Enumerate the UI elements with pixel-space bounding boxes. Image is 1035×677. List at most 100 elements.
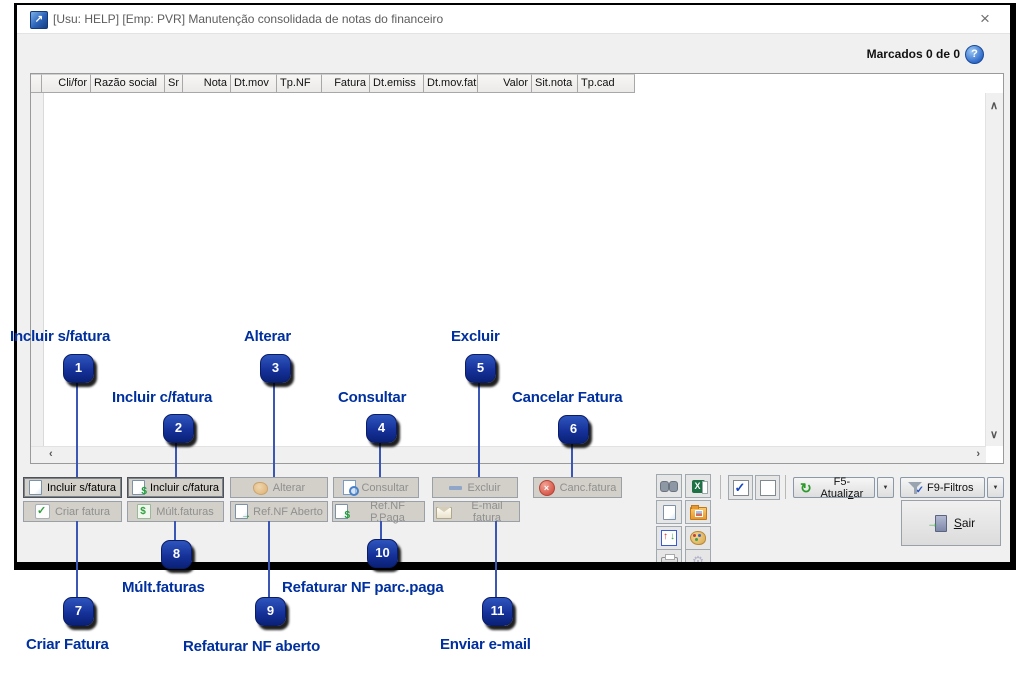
vertical-scrollbar[interactable]: ∧ ∨ (985, 93, 1003, 446)
annotation-label-8: Múlt.faturas (122, 579, 205, 596)
dollar-glyph: $ (344, 510, 350, 521)
palette-button[interactable] (685, 526, 711, 550)
incluir-c-fatura-button[interactable]: $ Incluir c/fatura (127, 477, 224, 498)
app-icon-glyph: ↗ (34, 14, 44, 25)
cancelar-fatura-button[interactable]: × Canc.fatura (533, 477, 622, 498)
minus-icon (449, 486, 463, 490)
button-label: Múlt.faturas (156, 505, 214, 518)
column-header-indicator (31, 74, 42, 93)
check-icon: ✓ (34, 504, 50, 519)
scroll-down-icon[interactable]: ∨ (990, 429, 999, 441)
button-label: Ref.NF Aberto (253, 505, 323, 518)
button-label: Alterar (272, 481, 306, 494)
annotation-badge-6: 6 (558, 415, 589, 444)
button-label: Consultar (361, 481, 409, 494)
column-header-sr[interactable]: Sr (165, 74, 183, 93)
column-header-nota[interactable]: Nota (183, 74, 231, 93)
app-icon: ↗ (30, 11, 48, 29)
close-icon[interactable]: × (980, 9, 990, 28)
chevron-down-icon: ▼ (882, 484, 889, 491)
export-folder-button[interactable] (685, 500, 711, 524)
column-header-clifor[interactable]: Cli/for (42, 74, 91, 93)
column-header-dtmov[interactable]: Dt.mov (231, 74, 277, 93)
print-button[interactable] (656, 549, 682, 562)
column-header-tpnf[interactable]: Tp.NF (277, 74, 322, 93)
annotation-badge-5: 5 (465, 354, 496, 383)
scroll-up-icon[interactable]: ∧ (990, 100, 999, 112)
annotation-line-6 (571, 442, 573, 477)
settings-button[interactable]: ⚙ (685, 549, 711, 569)
new-document-button[interactable] (656, 500, 682, 524)
palette-icon (690, 531, 706, 545)
annotation-label-5: Excluir (451, 328, 500, 345)
column-header-sitnota[interactable]: Sit.nota (532, 74, 578, 93)
multiplas-faturas-button[interactable]: $ Múlt.faturas (127, 501, 224, 522)
alterar-button[interactable]: Alterar (230, 477, 328, 498)
unmark-all-button[interactable] (755, 475, 780, 500)
column-header-dtemiss[interactable]: Dt.emiss (370, 74, 424, 93)
refresh-icon: ↻ (800, 479, 812, 496)
mark-all-button[interactable]: ✓ (728, 475, 753, 500)
button-label: Incluir s/fatura (46, 481, 117, 494)
refaturar-nf-ppaga-button[interactable]: $ Ref.NF P.Paga (332, 499, 425, 524)
sort-columns-button[interactable]: ↑ ↓ (656, 526, 682, 550)
column-header-valor[interactable]: Valor (478, 74, 532, 93)
dollar-glyph: $ (140, 506, 146, 517)
annotation-line-10 (380, 521, 382, 540)
annotation-badge-2: 2 (163, 414, 194, 443)
horizontal-scrollbar[interactable]: ‹ › (31, 446, 986, 463)
column-header-fatura[interactable]: Fatura (322, 74, 370, 93)
document-dollar-icon: $ (335, 504, 350, 521)
check-glyph: ✓ (915, 484, 924, 496)
annotation-label-11: Enviar e-mail (440, 636, 531, 653)
scroll-right-icon[interactable]: › (976, 448, 980, 460)
f9-filtros-button[interactable]: ✓ F9-Filtros (900, 477, 985, 498)
marcados-counter: Marcados 0 de 0 (866, 47, 960, 61)
sair-button[interactable]: → Sair (901, 500, 1001, 546)
annotation-label-7: Criar Fatura (26, 636, 109, 653)
email-fatura-button[interactable]: E-mail fatura (433, 500, 520, 524)
annotation-line-1 (76, 381, 78, 477)
button-label: Canc.fatura (559, 481, 617, 494)
column-header-tpcad[interactable]: Tp.cad (578, 74, 635, 93)
exit-door-icon: → (927, 515, 949, 532)
magnifier-icon (343, 480, 360, 496)
checkbox-unchecked-icon (759, 479, 776, 496)
annotation-line-5 (478, 381, 480, 477)
annotation-badge-7: 7 (63, 597, 94, 626)
table-header-row: Cli/for Razão social Sr Nota Dt.mov Tp.N… (31, 74, 635, 93)
gear-icon: ⚙ (691, 553, 705, 569)
excel-x-glyph: X (694, 480, 701, 491)
column-header-dtmovfat[interactable]: Dt.mov.fat (424, 74, 478, 93)
filter-funnel-icon: ✓ (907, 481, 924, 496)
f9-label: F9-Filtros (927, 481, 974, 494)
help-icon[interactable]: ? (965, 45, 984, 64)
row-indicator-column (31, 93, 44, 446)
criar-fatura-button[interactable]: ✓ Criar fatura (23, 501, 122, 522)
document-arrow-icon: → (235, 504, 251, 521)
annotation-label-4: Consultar (338, 389, 407, 406)
annotation-badge-11: 11 (482, 597, 513, 626)
refaturar-nf-aberto-button[interactable]: → Ref.NF Aberto (230, 501, 328, 522)
scroll-left-icon[interactable]: ‹ (49, 448, 53, 460)
f9-dropdown-button[interactable]: ▼ (987, 477, 1004, 498)
excluir-button[interactable]: Excluir (432, 477, 518, 498)
incluir-s-fatura-button[interactable]: Incluir s/fatura (23, 477, 122, 498)
button-label: Ref.NF P.Paga (370, 499, 405, 524)
annotation-line-8 (174, 521, 176, 541)
annotation-badge-4: 4 (366, 414, 397, 443)
annotation-label-1: Incluir s/fatura (10, 328, 111, 345)
f5-atualizar-button[interactable]: ↻ F5-Atualizar (793, 476, 875, 500)
excel-icon: X (691, 479, 708, 494)
annotation-badge-9: 9 (255, 597, 286, 626)
cancel-circle-icon: × (538, 479, 555, 496)
annotation-line-4 (379, 441, 381, 477)
search-tool-button[interactable] (656, 474, 682, 498)
consultar-button[interactable]: Consultar (333, 477, 419, 498)
f5-dropdown-button[interactable]: ▼ (877, 477, 894, 498)
button-label: Criar fatura (54, 505, 111, 518)
excel-export-button[interactable]: X (685, 474, 711, 498)
window-title: [Usu: HELP] [Emp: PVR] Manutenção consol… (53, 12, 444, 26)
column-header-razao-social[interactable]: Razão social (91, 74, 165, 93)
